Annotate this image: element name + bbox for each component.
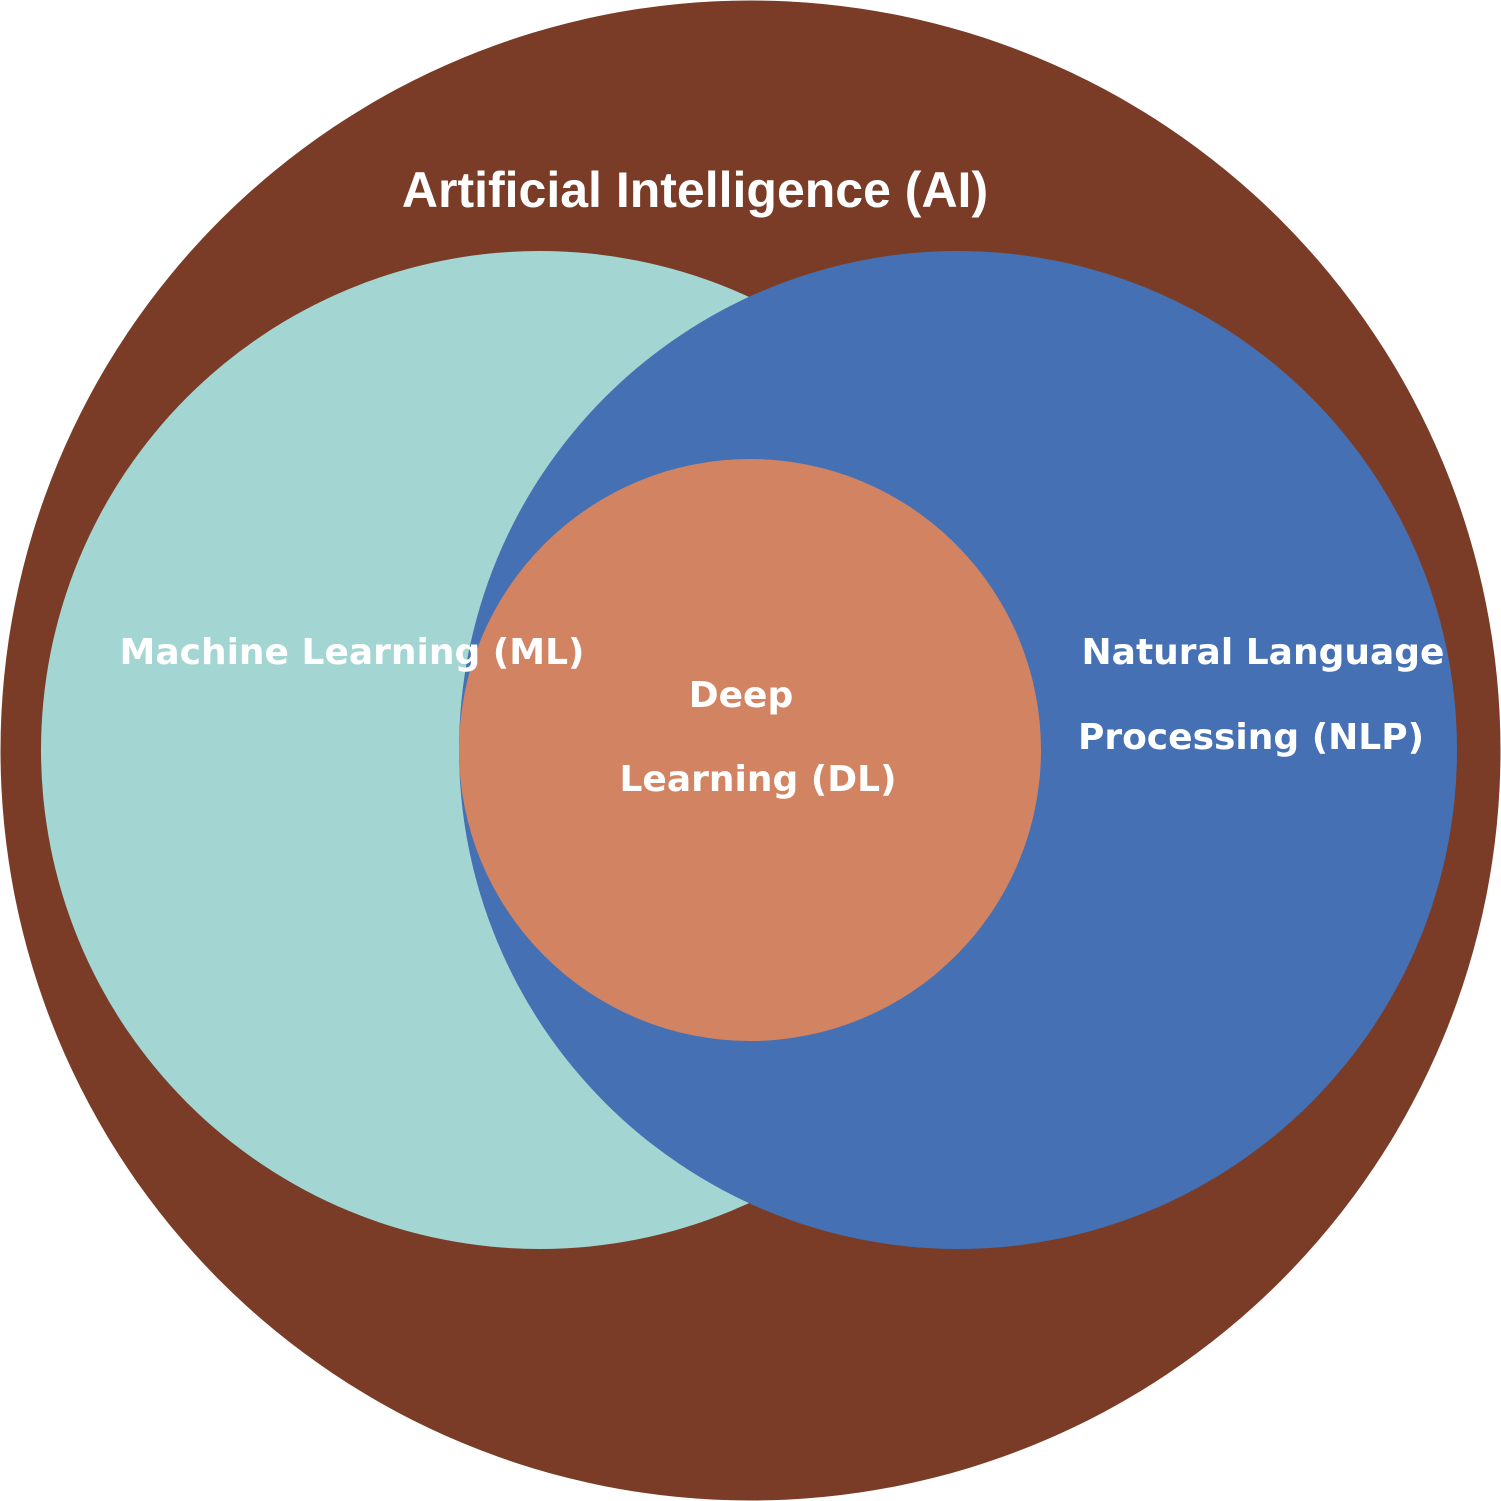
ml-label: Machine Learning (ML) xyxy=(120,632,585,673)
nlp-label-line1: Natural Language xyxy=(1082,632,1445,673)
nlp-label-line2: Processing (NLP) xyxy=(1078,717,1424,758)
ai-label: Artificial Intelligence (AI) xyxy=(402,162,988,218)
dl-circle xyxy=(459,459,1041,1041)
dl-label-line1: Deep xyxy=(689,675,793,716)
dl-label-line2: Learning (DL) xyxy=(619,759,896,800)
